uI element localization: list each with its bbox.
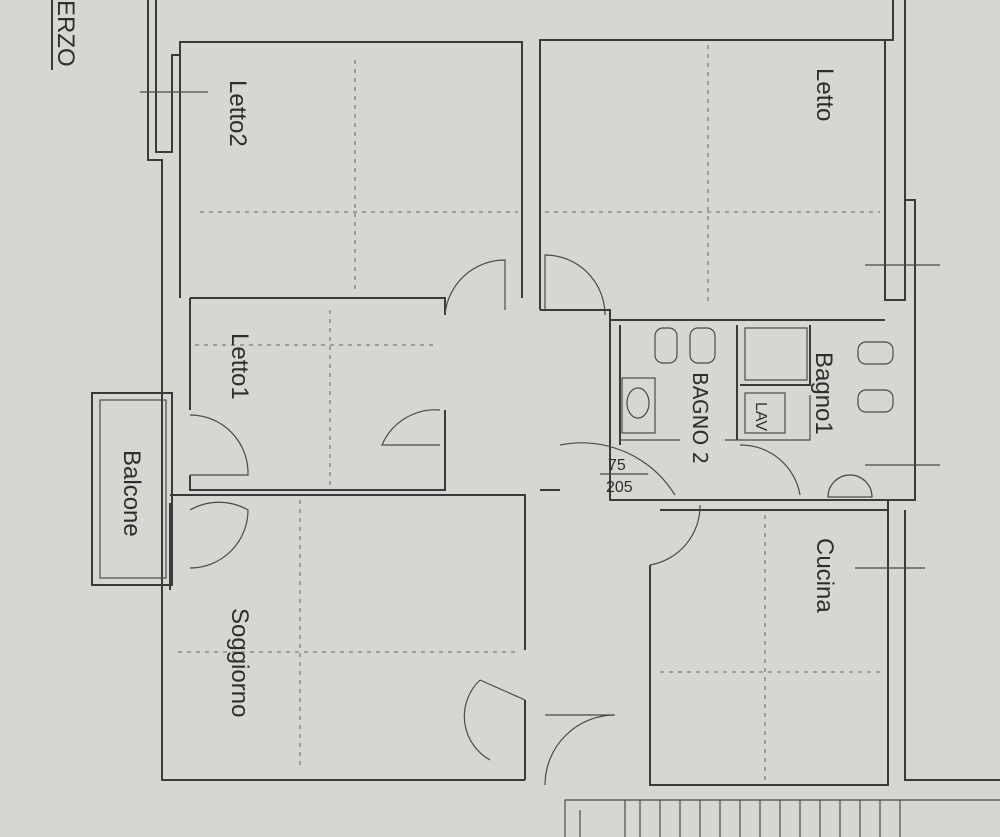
sink-icon-2 [827, 474, 873, 498]
room-label-letto: Letto [811, 68, 838, 121]
room-label-soggiorno: Soggiorno [226, 608, 253, 717]
toilet-icon [689, 327, 716, 364]
door-width-label: 75 [608, 457, 626, 474]
sink-icon [621, 377, 656, 434]
room-label-bagno2: BAGNO 2 [688, 372, 712, 464]
balcony [91, 392, 173, 586]
washing-machine-icon [744, 392, 786, 434]
stairs [564, 799, 1000, 837]
bidet-icon [654, 327, 678, 364]
bidet-icon-2 [857, 389, 894, 413]
shower-icon [744, 327, 808, 381]
window-marks [140, 91, 940, 569]
door-height-label: 205 [606, 479, 633, 496]
label-lav: LAV [752, 402, 769, 431]
room-label-bagno1: Bagno1 [810, 352, 837, 435]
room-label-balcone: Balcone [118, 450, 145, 537]
toilet-icon-2 [857, 341, 894, 365]
floor-label: ERZO [52, 0, 79, 67]
door-swings [189, 254, 801, 786]
room-label-letto2: Letto2 [224, 80, 251, 147]
bathroom-fixtures [621, 327, 894, 498]
room-label-cucina: Cucina [811, 538, 838, 613]
room-label-letto1: Letto1 [226, 333, 253, 400]
dimension-lines [178, 45, 885, 780]
outer-walls [147, 0, 1000, 786]
interior-walls [169, 297, 905, 780]
